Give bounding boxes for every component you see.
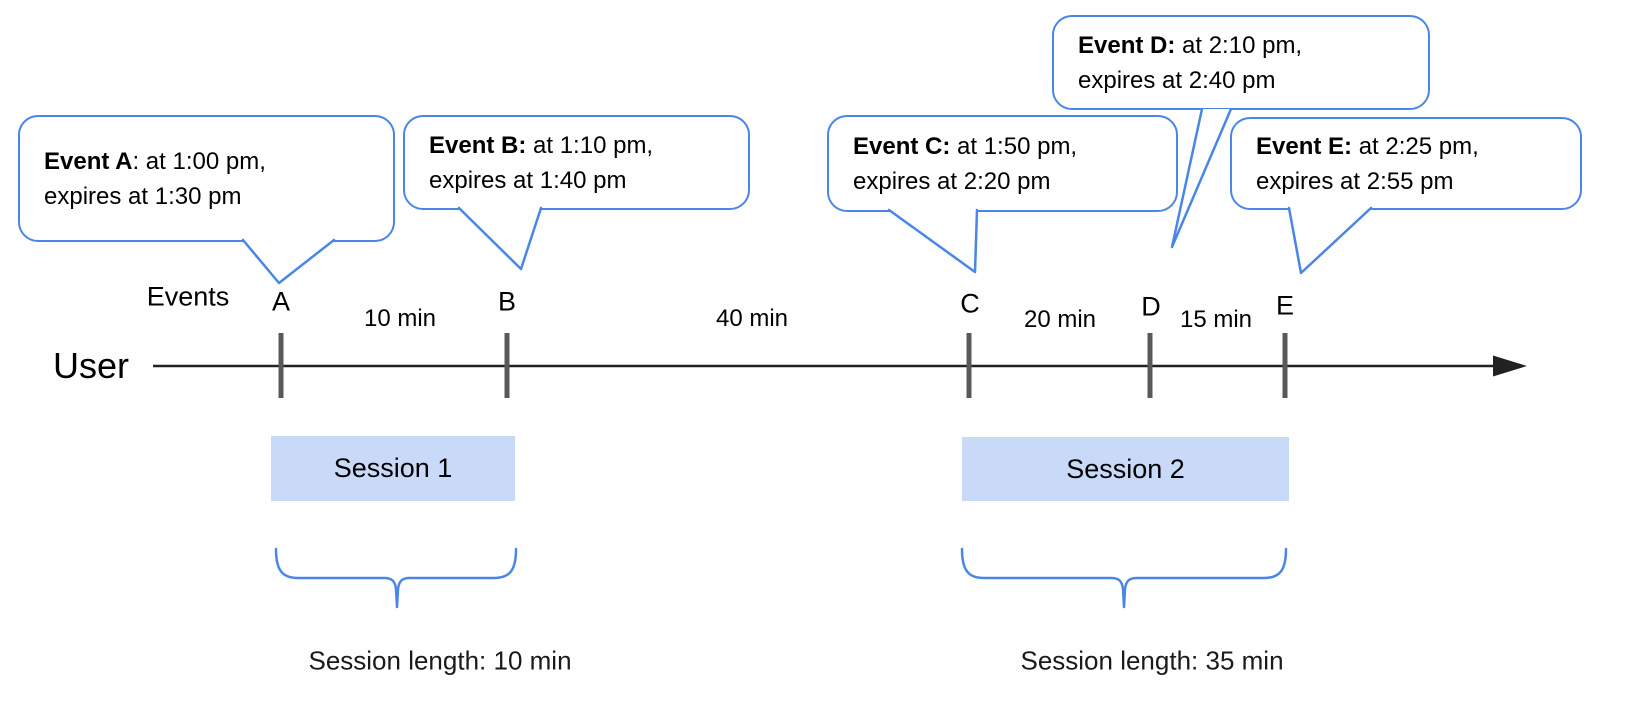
gap-label-c-d: 20 min [1023,306,1097,333]
bubble-a-title: Event A [44,147,133,175]
event-bubble-e: Event E: at 2:25 pm, expires at 2:55 pm [1230,117,1582,210]
bubble-d-title: Event D: [1078,31,1176,59]
bubble-e-line1: Event E: at 2:25 pm, [1256,132,1479,160]
bubble-tail-b [457,206,543,271]
bubble-c-title: Event C: [853,132,951,160]
user-row-label: User [52,345,130,386]
axis-arrowhead-icon [1493,355,1527,377]
bubble-e-line2: expires at 2:55 pm [1256,167,1454,195]
bubble-tail-e [1287,206,1373,275]
events-row-label: Events [146,281,230,312]
bubble-c-line2: expires at 2:20 pm [853,167,1051,195]
bubble-a-line2: expires at 1:30 pm [44,182,242,210]
event-bubble-b: Event B: at 1:10 pm, expires at 1:40 pm [403,115,750,210]
event-bubble-c: Event C: at 1:50 pm, expires at 2:20 pm [827,115,1178,212]
bubble-b-line2: expires at 1:40 pm [429,166,627,194]
gap-label-b-c: 40 min [715,305,789,332]
bubble-d-line2: expires at 2:40 pm [1078,66,1276,94]
bubble-tail-d [1170,107,1233,249]
gap-label-a-b: 10 min [363,305,437,332]
tick-label-c: C [960,288,980,319]
gap-label-d-e: 15 min [1179,306,1253,333]
bubble-a-line1: Event A: at 1:00 pm, [44,147,266,175]
bubble-tail-a [241,238,336,285]
session-2-brace [960,547,1288,609]
bubble-e-title: Event E: [1256,132,1353,160]
bubble-c-line1: Event C: at 1:50 pm, [853,132,1078,160]
bubble-b-title: Event B: [429,131,527,159]
bubble-b-line1: Event B: at 1:10 pm, [429,131,654,159]
bubble-tail-c [887,208,979,274]
session-2-label: Session 2 [1066,453,1185,484]
session-1-box: Session 1 [271,436,515,501]
event-bubble-d: Event D: at 2:10 pm, expires at 2:40 pm [1052,15,1430,110]
event-bubble-a: Event A: at 1:00 pm, expires at 1:30 pm [18,115,395,242]
session-2-box: Session 2 [962,437,1289,501]
bubble-d-line1: Event D: at 2:10 pm, [1078,31,1303,59]
session-2-length-label: Session length: 35 min [1020,645,1284,676]
tick-label-d: D [1141,291,1161,322]
tick-label-b: B [497,286,517,317]
session-1-label: Session 1 [333,453,453,483]
tick-label-e: E [1275,290,1295,321]
tick-label-a: A [271,286,291,317]
session-1-brace [274,547,518,609]
session-1-length-label: Session length: 10 min [308,645,572,676]
